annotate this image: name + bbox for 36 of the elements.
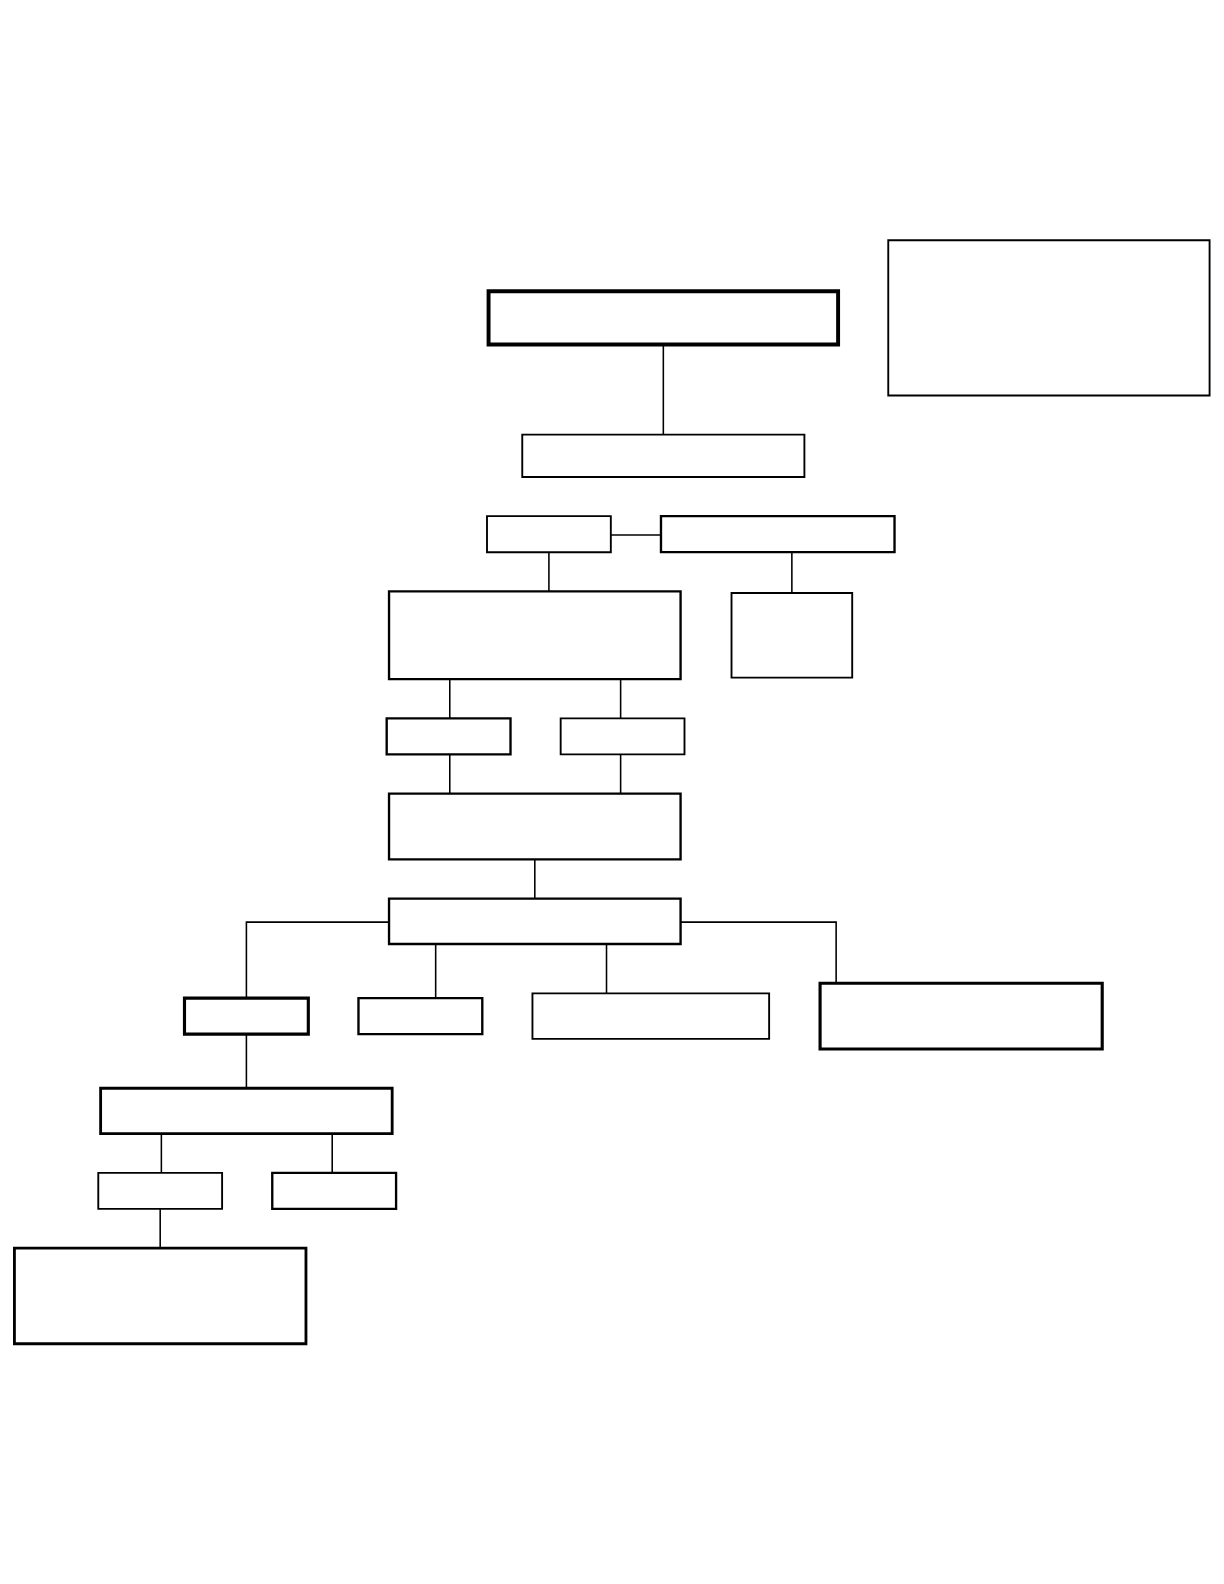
connector	[331, 1133, 333, 1174]
node-box	[182, 996, 310, 1036]
node-box	[486, 515, 612, 554]
node-box	[521, 433, 806, 478]
node-box	[818, 981, 1104, 1051]
node-box	[387, 792, 682, 861]
connector	[619, 678, 622, 719]
connector	[548, 551, 550, 593]
connector	[662, 344, 665, 436]
node-box	[387, 590, 682, 681]
connector	[605, 943, 608, 995]
connector	[245, 1033, 248, 1089]
node-box	[486, 289, 841, 347]
connector	[791, 551, 793, 594]
connector	[449, 753, 451, 795]
connector	[610, 534, 662, 536]
connector	[619, 753, 622, 795]
node-box	[13, 1246, 308, 1346]
node-box	[531, 992, 771, 1040]
node-box	[730, 592, 854, 679]
connector	[434, 943, 437, 999]
node-box	[659, 514, 896, 554]
node-box	[99, 1086, 394, 1136]
node-box	[385, 717, 512, 756]
node-box	[887, 239, 1211, 397]
node-box	[97, 1171, 224, 1210]
node-box	[387, 897, 682, 946]
node-box	[559, 717, 686, 756]
connector	[245, 921, 390, 999]
connector	[160, 1133, 163, 1174]
connector	[534, 858, 536, 900]
connector	[449, 678, 451, 719]
connector	[159, 1208, 161, 1249]
connector	[679, 921, 837, 984]
node-box	[357, 996, 484, 1036]
node-box	[271, 1171, 398, 1211]
